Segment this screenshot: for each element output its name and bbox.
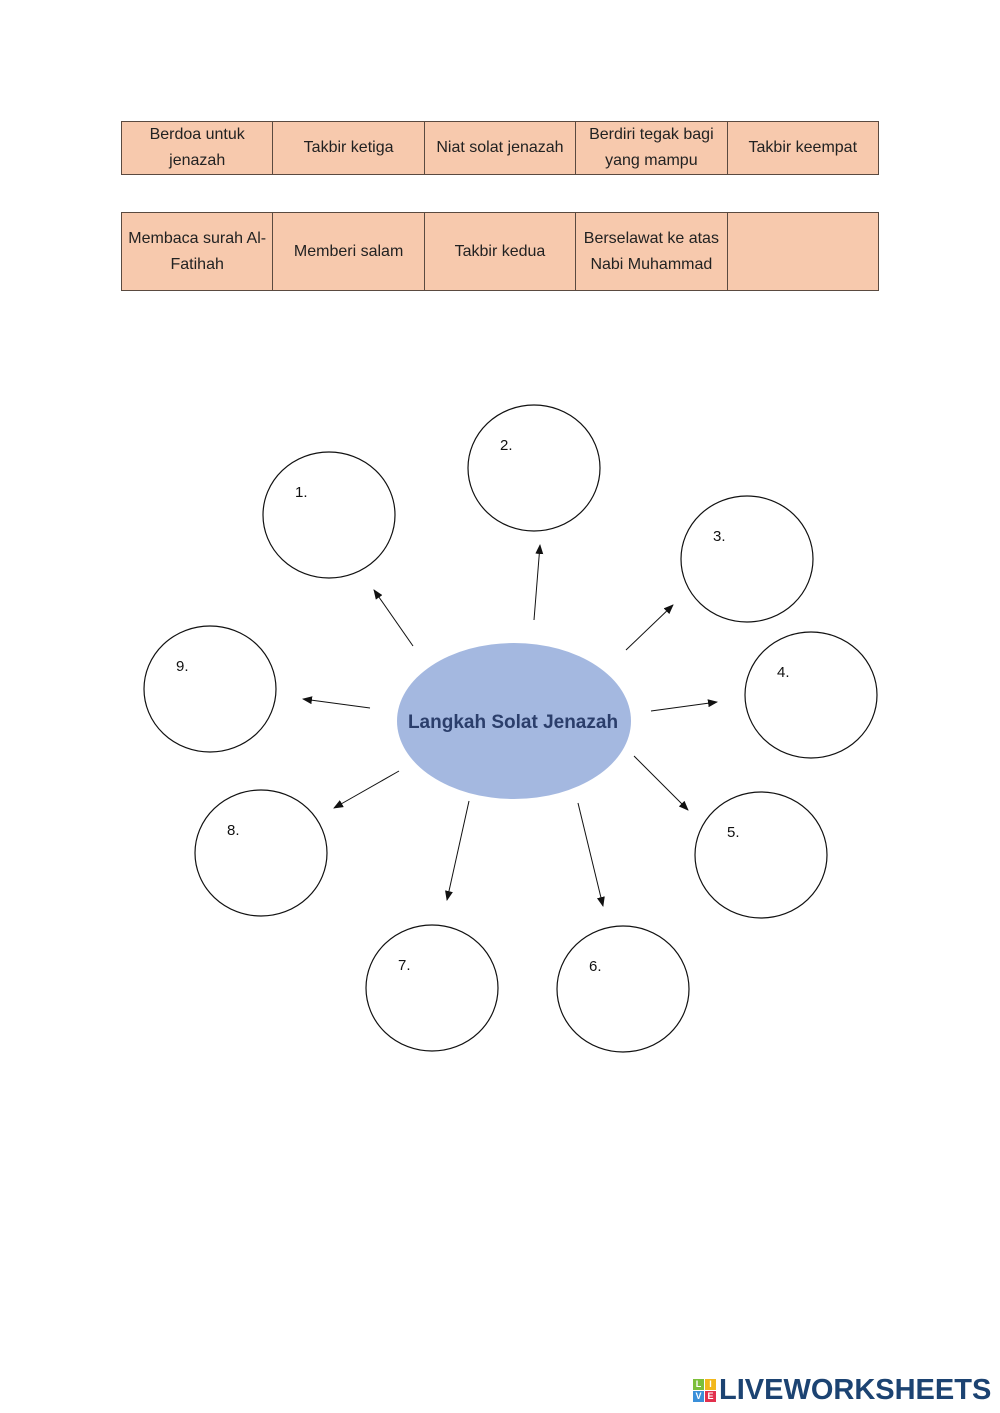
answer-cards-row-2: Membaca surah Al-Fatihah Memberi salam T… (120, 212, 880, 291)
answer-circle[interactable] (694, 791, 828, 919)
node-number: 1. (295, 484, 308, 501)
node-number: 3. (713, 528, 726, 545)
node-number: 4. (777, 664, 790, 681)
answer-card[interactable]: Berdiri tegak bagi yang mampu (575, 121, 728, 175)
answer-cards-row-1: Berdoa untuk jenazah Takbir ketiga Niat … (120, 121, 880, 175)
answer-node-4[interactable]: 4. (744, 631, 878, 759)
node-number: 5. (727, 824, 740, 841)
node-number: 6. (589, 958, 602, 975)
answer-card[interactable]: Memberi salam (272, 212, 425, 291)
answer-node-2[interactable]: 2. (467, 404, 601, 532)
answer-circle[interactable] (680, 495, 814, 623)
node-number: 7. (398, 957, 411, 974)
node-number: 8. (227, 822, 240, 839)
answer-circle[interactable] (365, 924, 499, 1052)
answer-node-8[interactable]: 8. (194, 789, 328, 917)
answer-card[interactable]: Takbir ketiga (272, 121, 425, 175)
arrow (373, 589, 414, 647)
answer-card-empty (726, 212, 880, 291)
answer-circle[interactable] (744, 631, 878, 759)
arrow (577, 802, 605, 907)
answer-card[interactable]: Takbir keempat (726, 121, 880, 175)
answer-circle[interactable] (556, 925, 690, 1053)
answer-node-9[interactable]: 9. (143, 625, 277, 753)
arrow (625, 604, 674, 651)
arrow (533, 544, 544, 621)
node-number: 2. (500, 437, 513, 454)
arrow (302, 696, 371, 709)
answer-node-6[interactable]: 6. (556, 925, 690, 1053)
answer-card[interactable]: Takbir kedua (423, 212, 577, 291)
answer-circle[interactable] (467, 404, 601, 532)
answer-card[interactable]: Berselawat ke atas Nabi Muhammad (575, 212, 728, 291)
arrow (445, 800, 470, 901)
arrow (633, 755, 689, 811)
answer-node-5[interactable]: 5. (694, 791, 828, 919)
answer-node-3[interactable]: 3. (680, 495, 814, 623)
liveworksheets-logo: L I V E LIVEWORKSHEETS (693, 1374, 991, 1407)
answer-card[interactable]: Berdoa untuk jenazah (120, 121, 274, 175)
logo-icon: L I V E (693, 1379, 716, 1402)
answer-card[interactable]: Membaca surah Al-Fatihah (120, 212, 274, 291)
answer-circle[interactable] (143, 625, 277, 753)
answer-circle[interactable] (194, 789, 328, 917)
node-number: 9. (176, 658, 189, 675)
answer-node-7[interactable]: 7. (365, 924, 499, 1052)
answer-node-1[interactable]: 1. (262, 451, 396, 579)
arrow (333, 770, 400, 809)
answer-circle[interactable] (262, 451, 396, 579)
arrow (650, 699, 718, 712)
center-label: Langkah Solat Jenazah (408, 712, 618, 733)
answer-card[interactable]: Niat solat jenazah (423, 121, 577, 175)
center-ellipse (397, 643, 631, 799)
